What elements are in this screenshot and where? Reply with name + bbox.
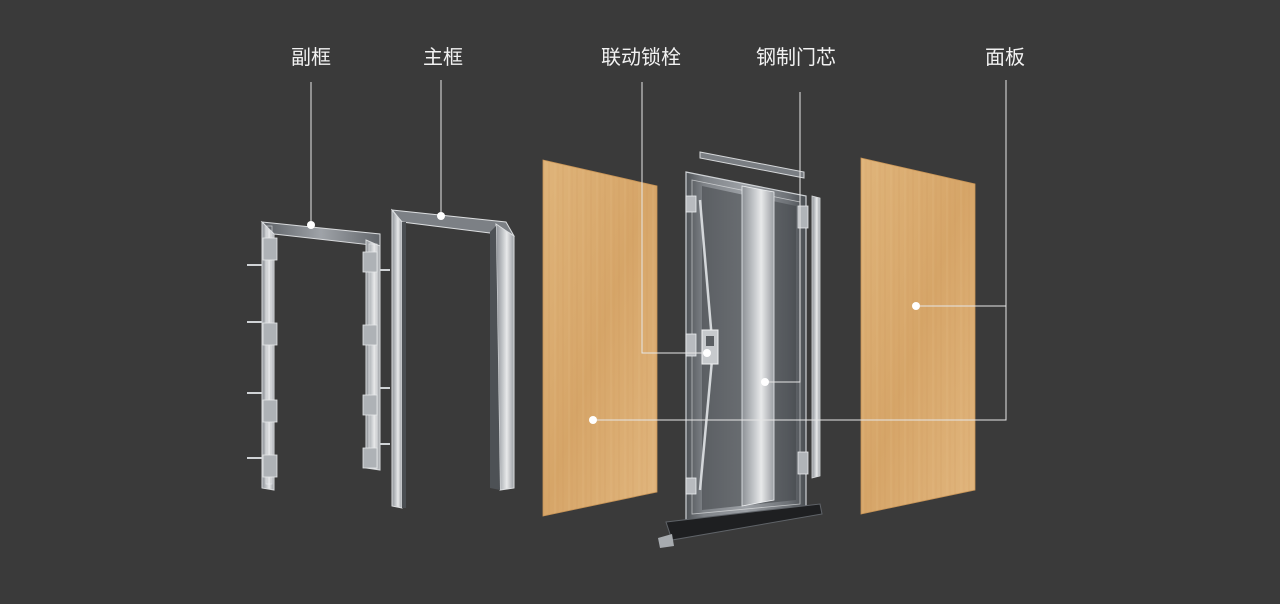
leader-panel [593, 80, 1007, 421]
label-sub-frame: 副框 [291, 45, 331, 69]
rear-panel [860, 157, 976, 515]
dot-steel-core [761, 378, 769, 386]
dot-main-frame [437, 212, 445, 220]
leader-lines [310, 80, 1007, 421]
dot-sub-frame [307, 221, 315, 229]
sub-frame [247, 220, 390, 491]
label-main-frame: 主框 [423, 45, 463, 69]
label-steel-core: 钢制门芯 [756, 45, 836, 69]
dot-linked-bolt [703, 349, 711, 357]
leader-steel-core [765, 92, 801, 383]
dot-rear-panel [912, 302, 920, 310]
steel-door-core [658, 151, 823, 548]
label-linked-bolt: 联动锁栓 [601, 45, 681, 69]
front-panel [542, 159, 658, 517]
leader-dots [307, 212, 920, 424]
label-panel: 面板 [985, 45, 1025, 69]
dot-front-panel [589, 416, 597, 424]
leader-linked-bolt [641, 82, 707, 354]
main-frame [390, 208, 515, 509]
